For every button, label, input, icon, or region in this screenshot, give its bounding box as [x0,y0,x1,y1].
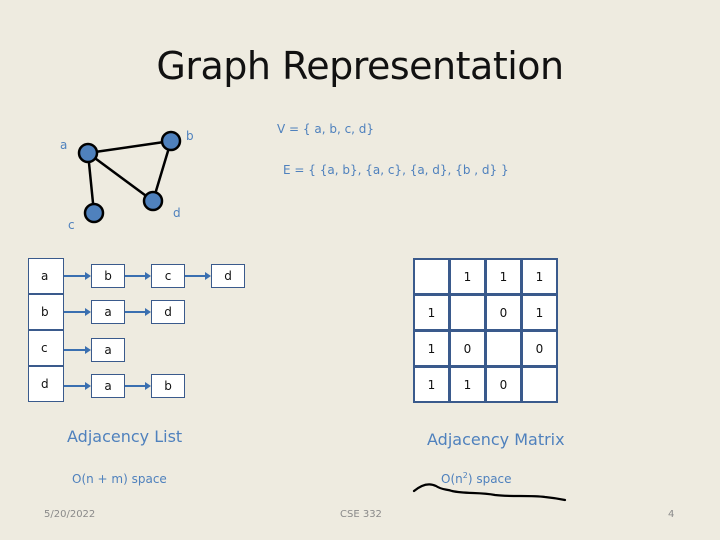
footer-course: CSE 332 [340,509,382,520]
matrix-cell: 1 [413,366,450,403]
vertex-set: V = { a, b, c, d} [277,122,375,136]
slide-title: Graph Representation [156,44,564,88]
list-node: a [91,374,125,398]
list-head-b: b [28,294,64,330]
arrow [64,346,91,354]
space-prefix: O(n [441,472,463,486]
matrix-space-complexity: O(n2) space [441,471,512,486]
matrix-cell [449,294,486,331]
list-head-c: c [28,330,64,366]
node-d [142,190,164,212]
node-a [77,142,99,164]
space-suffix: ) space [467,472,512,486]
edge-set: E = { {a, b}, {a, c}, {a, d}, {b , d} } [283,163,509,177]
list-node: c [151,264,185,288]
node-label-a: a [60,138,68,152]
list-node: b [151,374,185,398]
arrow [64,308,91,316]
edge-a-d [87,151,154,203]
adjacency-matrix-caption: Adjacency Matrix [427,430,565,449]
matrix-cell [485,330,522,367]
list-head-d: d [28,366,64,402]
node-b [160,130,182,152]
edge-b-d [151,140,173,202]
node-label-d: d [173,206,181,220]
matrix-cell: 1 [485,258,522,295]
matrix-cell: 1 [413,294,450,331]
arrow [125,308,151,316]
list-node: a [91,338,125,362]
list-node: b [91,264,125,288]
arrow [125,382,151,390]
space-exponent: 2 [462,471,468,480]
arrow [125,272,151,280]
list-space-complexity: O(n + m) space [72,472,167,486]
matrix-cell: 0 [485,366,522,403]
list-head-a: a [28,258,64,294]
matrix-cell: 1 [521,258,558,295]
matrix-cell: 1 [449,366,486,403]
matrix-cell: 0 [485,294,522,331]
arrow [64,382,91,390]
footer-page-number: 4 [668,509,675,520]
matrix-cell: 1 [413,330,450,367]
list-node: d [151,300,185,324]
list-node: a [91,300,125,324]
edge-a-b [87,139,172,155]
adjacency-list-caption: Adjacency List [67,427,183,446]
list-node: d [211,264,245,288]
matrix-cell [413,258,450,295]
handwritten-underline [412,483,567,502]
node-c [83,202,105,224]
matrix-cell: 1 [521,294,558,331]
node-label-b: b [186,129,194,143]
arrow [185,272,211,280]
matrix-cell: 0 [521,330,558,367]
arrow [64,272,91,280]
matrix-cell: 1 [449,258,486,295]
footer-date: 5/20/2022 [44,509,96,520]
node-label-c: c [68,218,75,232]
matrix-cell: 0 [449,330,486,367]
graph-diagram [77,130,182,224]
matrix-cell [521,366,558,403]
